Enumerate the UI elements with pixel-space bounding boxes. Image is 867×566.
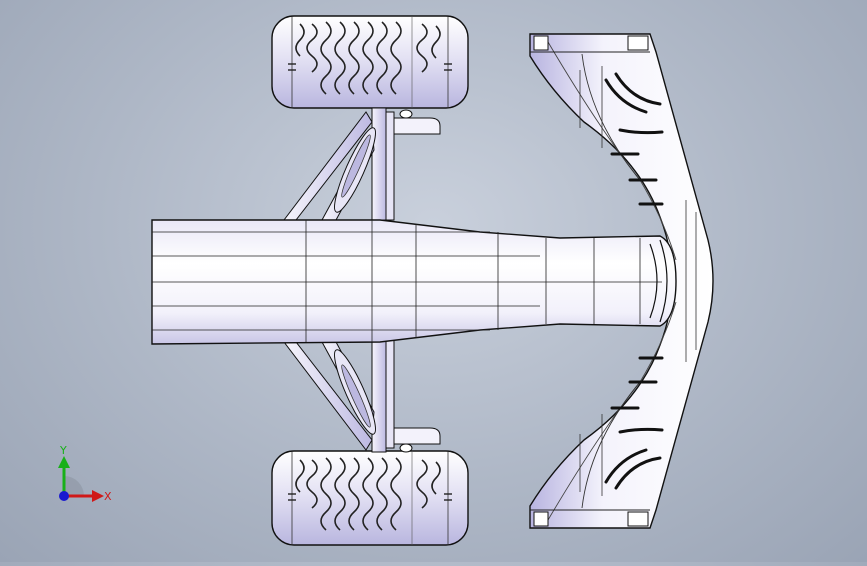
y-axis-label: Y [59, 444, 67, 457]
triad-plane-icon [64, 476, 84, 496]
z-axis-dot [59, 491, 69, 501]
x-axis-label: X [104, 490, 112, 503]
front-left-tire [271, 15, 469, 109]
nose-cone [151, 219, 677, 345]
coordinate-triad: Y X [58, 444, 112, 503]
front-wing [529, 33, 714, 529]
lower-suspension [282, 339, 441, 453]
upper-suspension [282, 107, 441, 221]
front-right-tire [271, 450, 469, 546]
